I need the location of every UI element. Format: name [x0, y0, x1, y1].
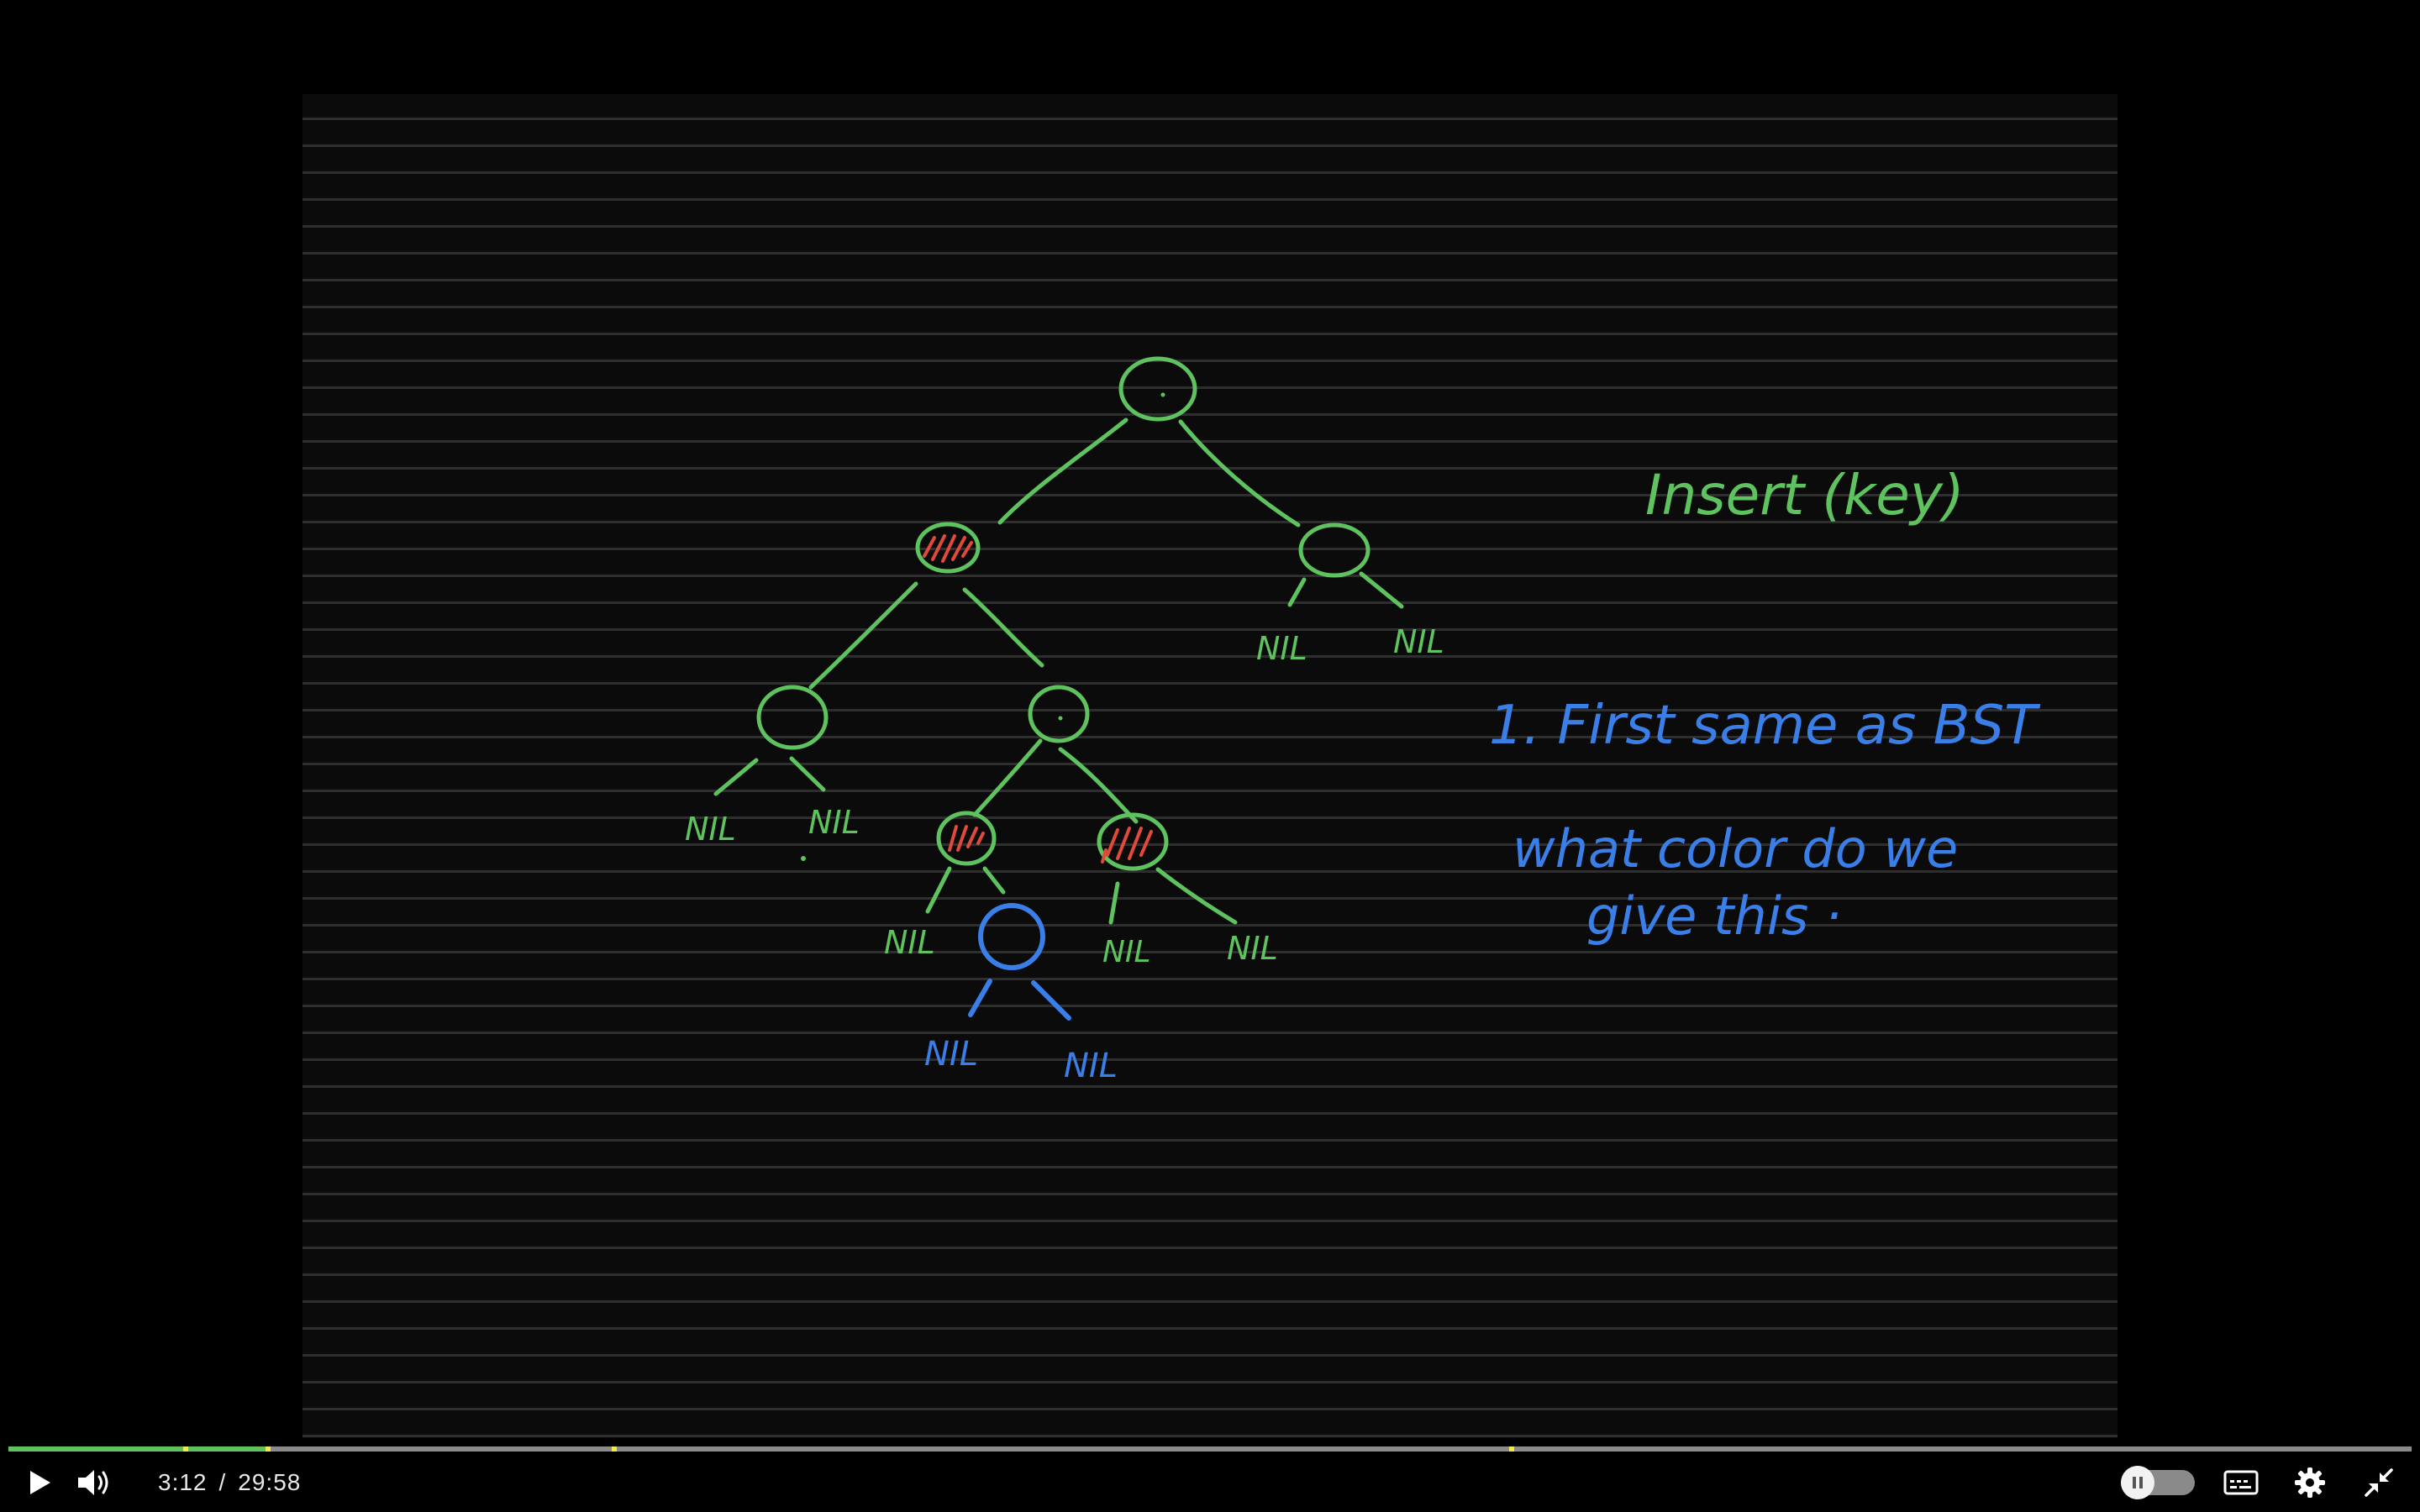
duration: 29:58 — [238, 1469, 302, 1495]
autoplay-knob — [2121, 1466, 2154, 1499]
nil-label: NIL — [1393, 623, 1444, 660]
nil-label: NIL — [924, 1035, 978, 1074]
gear-icon — [2295, 1467, 2325, 1498]
tree-node-red-left — [915, 522, 981, 574]
tree-node-right — [1298, 522, 1370, 578]
nil-label: NIL — [1256, 630, 1307, 667]
chapter-marker[interactable] — [612, 1446, 617, 1452]
question-line-2: give this · — [1586, 885, 1842, 947]
right-controls — [2121, 1460, 2402, 1505]
chapter-marker[interactable] — [1509, 1446, 1514, 1452]
tree-node-red-grandchild-left — [936, 811, 997, 866]
volume-button[interactable] — [72, 1460, 118, 1505]
play-button[interactable] — [17, 1460, 62, 1505]
volume-icon — [78, 1470, 108, 1495]
player-controls: 3:12 / 29:58 — [0, 1453, 2420, 1512]
tree-node-left-left — [756, 685, 829, 750]
time-separator: / — [218, 1469, 227, 1495]
progress-played — [8, 1446, 266, 1452]
nil-label: NIL — [884, 924, 935, 961]
nil-label: NIL — [1102, 935, 1151, 969]
nil-label: NIL — [808, 804, 860, 841]
nil-label: NIL — [1227, 930, 1278, 967]
play-icon — [30, 1471, 50, 1494]
current-time: 3:12 — [158, 1469, 208, 1495]
insert-key-title: Insert (key) — [1645, 463, 1965, 528]
chapter-marker[interactable] — [183, 1446, 188, 1452]
exit-fullscreen-icon — [2365, 1468, 2393, 1497]
autoplay-toggle[interactable] — [2121, 1466, 2195, 1499]
time-display: 3:12 / 29:58 — [158, 1469, 301, 1496]
settings-button[interactable] — [2287, 1460, 2333, 1505]
tree-node-red-grandchild-right — [1097, 812, 1169, 871]
question-line-1: what color do we — [1512, 818, 1958, 879]
nil-label: NIL — [685, 811, 736, 848]
tree-node-left-right — [1028, 685, 1090, 743]
progress-bar[interactable] — [8, 1446, 2412, 1452]
pause-icon — [2133, 1477, 2143, 1488]
tree-node-root — [1118, 356, 1197, 422]
step-one-note: 1. First same as BST — [1489, 695, 2041, 757]
captions-icon — [2223, 1470, 2259, 1495]
captions-button[interactable] — [2218, 1460, 2264, 1505]
nil-label: NIL — [1064, 1047, 1118, 1085]
lined-whiteboard — [302, 94, 2118, 1438]
chapter-marker[interactable] — [266, 1446, 271, 1452]
exit-fullscreen-button[interactable] — [2356, 1460, 2402, 1505]
tree-node-new-blue — [978, 903, 1045, 970]
